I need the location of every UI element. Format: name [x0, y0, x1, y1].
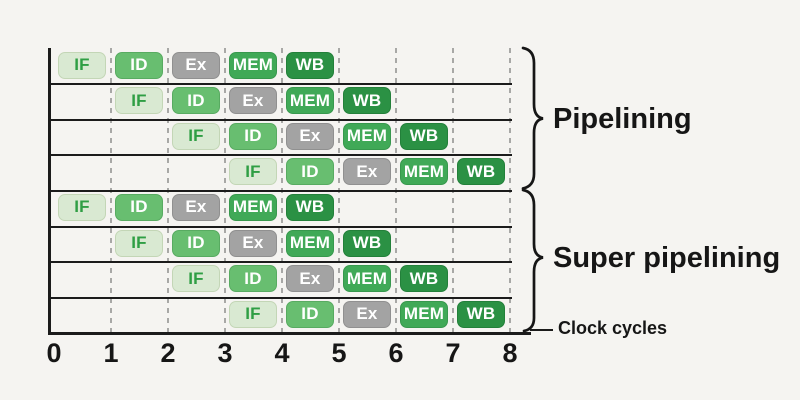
axis-tick-label: 4	[274, 337, 290, 368]
row-divider	[48, 261, 512, 264]
stage-box-ex: Ex	[172, 51, 220, 79]
row-divider	[48, 154, 512, 157]
stage-box-mem: MEM	[400, 300, 448, 328]
stage-box-mem: MEM	[286, 229, 334, 257]
x-axis-title: Clock cycles	[558, 318, 668, 338]
stage-box-if: IF	[172, 122, 220, 150]
stage-box-wb: WB	[400, 265, 448, 293]
row-divider	[48, 296, 512, 299]
stage-box-if: IF	[115, 229, 163, 257]
axis-tick-label: 8	[502, 337, 518, 368]
y-axis-line	[48, 47, 51, 335]
section-label-pipelining: Pipelining	[553, 103, 692, 135]
stage-box-mem: MEM	[400, 158, 448, 186]
cycle-gridline	[167, 47, 169, 332]
stage-box-wb: WB	[457, 158, 505, 186]
row-divider	[48, 225, 512, 228]
axis-tick-label: 5	[331, 337, 347, 368]
cycle-gridline	[452, 47, 454, 332]
cycle-gridline	[110, 47, 112, 332]
stage-box-id: ID	[115, 51, 163, 79]
cycle-gridline	[395, 47, 397, 332]
stage-box-wb: WB	[400, 122, 448, 150]
stage-box-mem: MEM	[286, 87, 334, 115]
axis-tick-label: 7	[445, 337, 461, 368]
stage-box-wb: WB	[457, 300, 505, 328]
stage-box-if: IF	[58, 51, 106, 79]
stage-box-id: ID	[115, 193, 163, 221]
stage-box-if: IF	[229, 158, 277, 186]
stage-box-wb: WB	[286, 51, 334, 79]
stage-box-mem: MEM	[229, 51, 277, 79]
stage-box-ex: Ex	[286, 265, 334, 293]
cycle-gridline	[224, 47, 226, 332]
stage-box-id: ID	[172, 229, 220, 257]
stage-box-ex: Ex	[286, 122, 334, 150]
stage-box-ex: Ex	[229, 87, 277, 115]
stage-box-ex: Ex	[172, 193, 220, 221]
axis-tick-label: 2	[160, 337, 176, 368]
x-axis-line	[48, 331, 531, 335]
section-divider	[48, 189, 512, 193]
stage-box-wb: WB	[286, 193, 334, 221]
axis-tick-label: 3	[217, 337, 233, 368]
cycle-gridline	[509, 47, 511, 332]
stage-box-id: ID	[286, 158, 334, 186]
stage-box-id: ID	[286, 300, 334, 328]
cycle-gridline	[281, 47, 283, 332]
stage-box-wb: WB	[343, 229, 391, 257]
row-divider	[48, 83, 512, 86]
stage-box-ex: Ex	[343, 158, 391, 186]
stage-box-ex: Ex	[229, 229, 277, 257]
axis-tick-label: 0	[46, 337, 62, 368]
stage-box-id: ID	[229, 122, 277, 150]
stage-box-mem: MEM	[343, 265, 391, 293]
stage-box-if: IF	[229, 300, 277, 328]
row-divider	[48, 118, 512, 121]
stage-box-if: IF	[172, 265, 220, 293]
stage-box-ex: Ex	[343, 300, 391, 328]
stage-box-if: IF	[115, 87, 163, 115]
stage-box-if: IF	[58, 193, 106, 221]
stage-box-id: ID	[172, 87, 220, 115]
stage-box-wb: WB	[343, 87, 391, 115]
axis-tick-label: 1	[103, 337, 119, 368]
stage-box-mem: MEM	[229, 193, 277, 221]
cycle-gridline	[338, 47, 340, 332]
axis-connector-line	[530, 329, 553, 331]
axis-tick-label: 6	[388, 337, 404, 368]
stage-box-id: ID	[229, 265, 277, 293]
stage-box-mem: MEM	[343, 122, 391, 150]
section-label-super-pipelining: Super pipelining	[553, 242, 781, 274]
